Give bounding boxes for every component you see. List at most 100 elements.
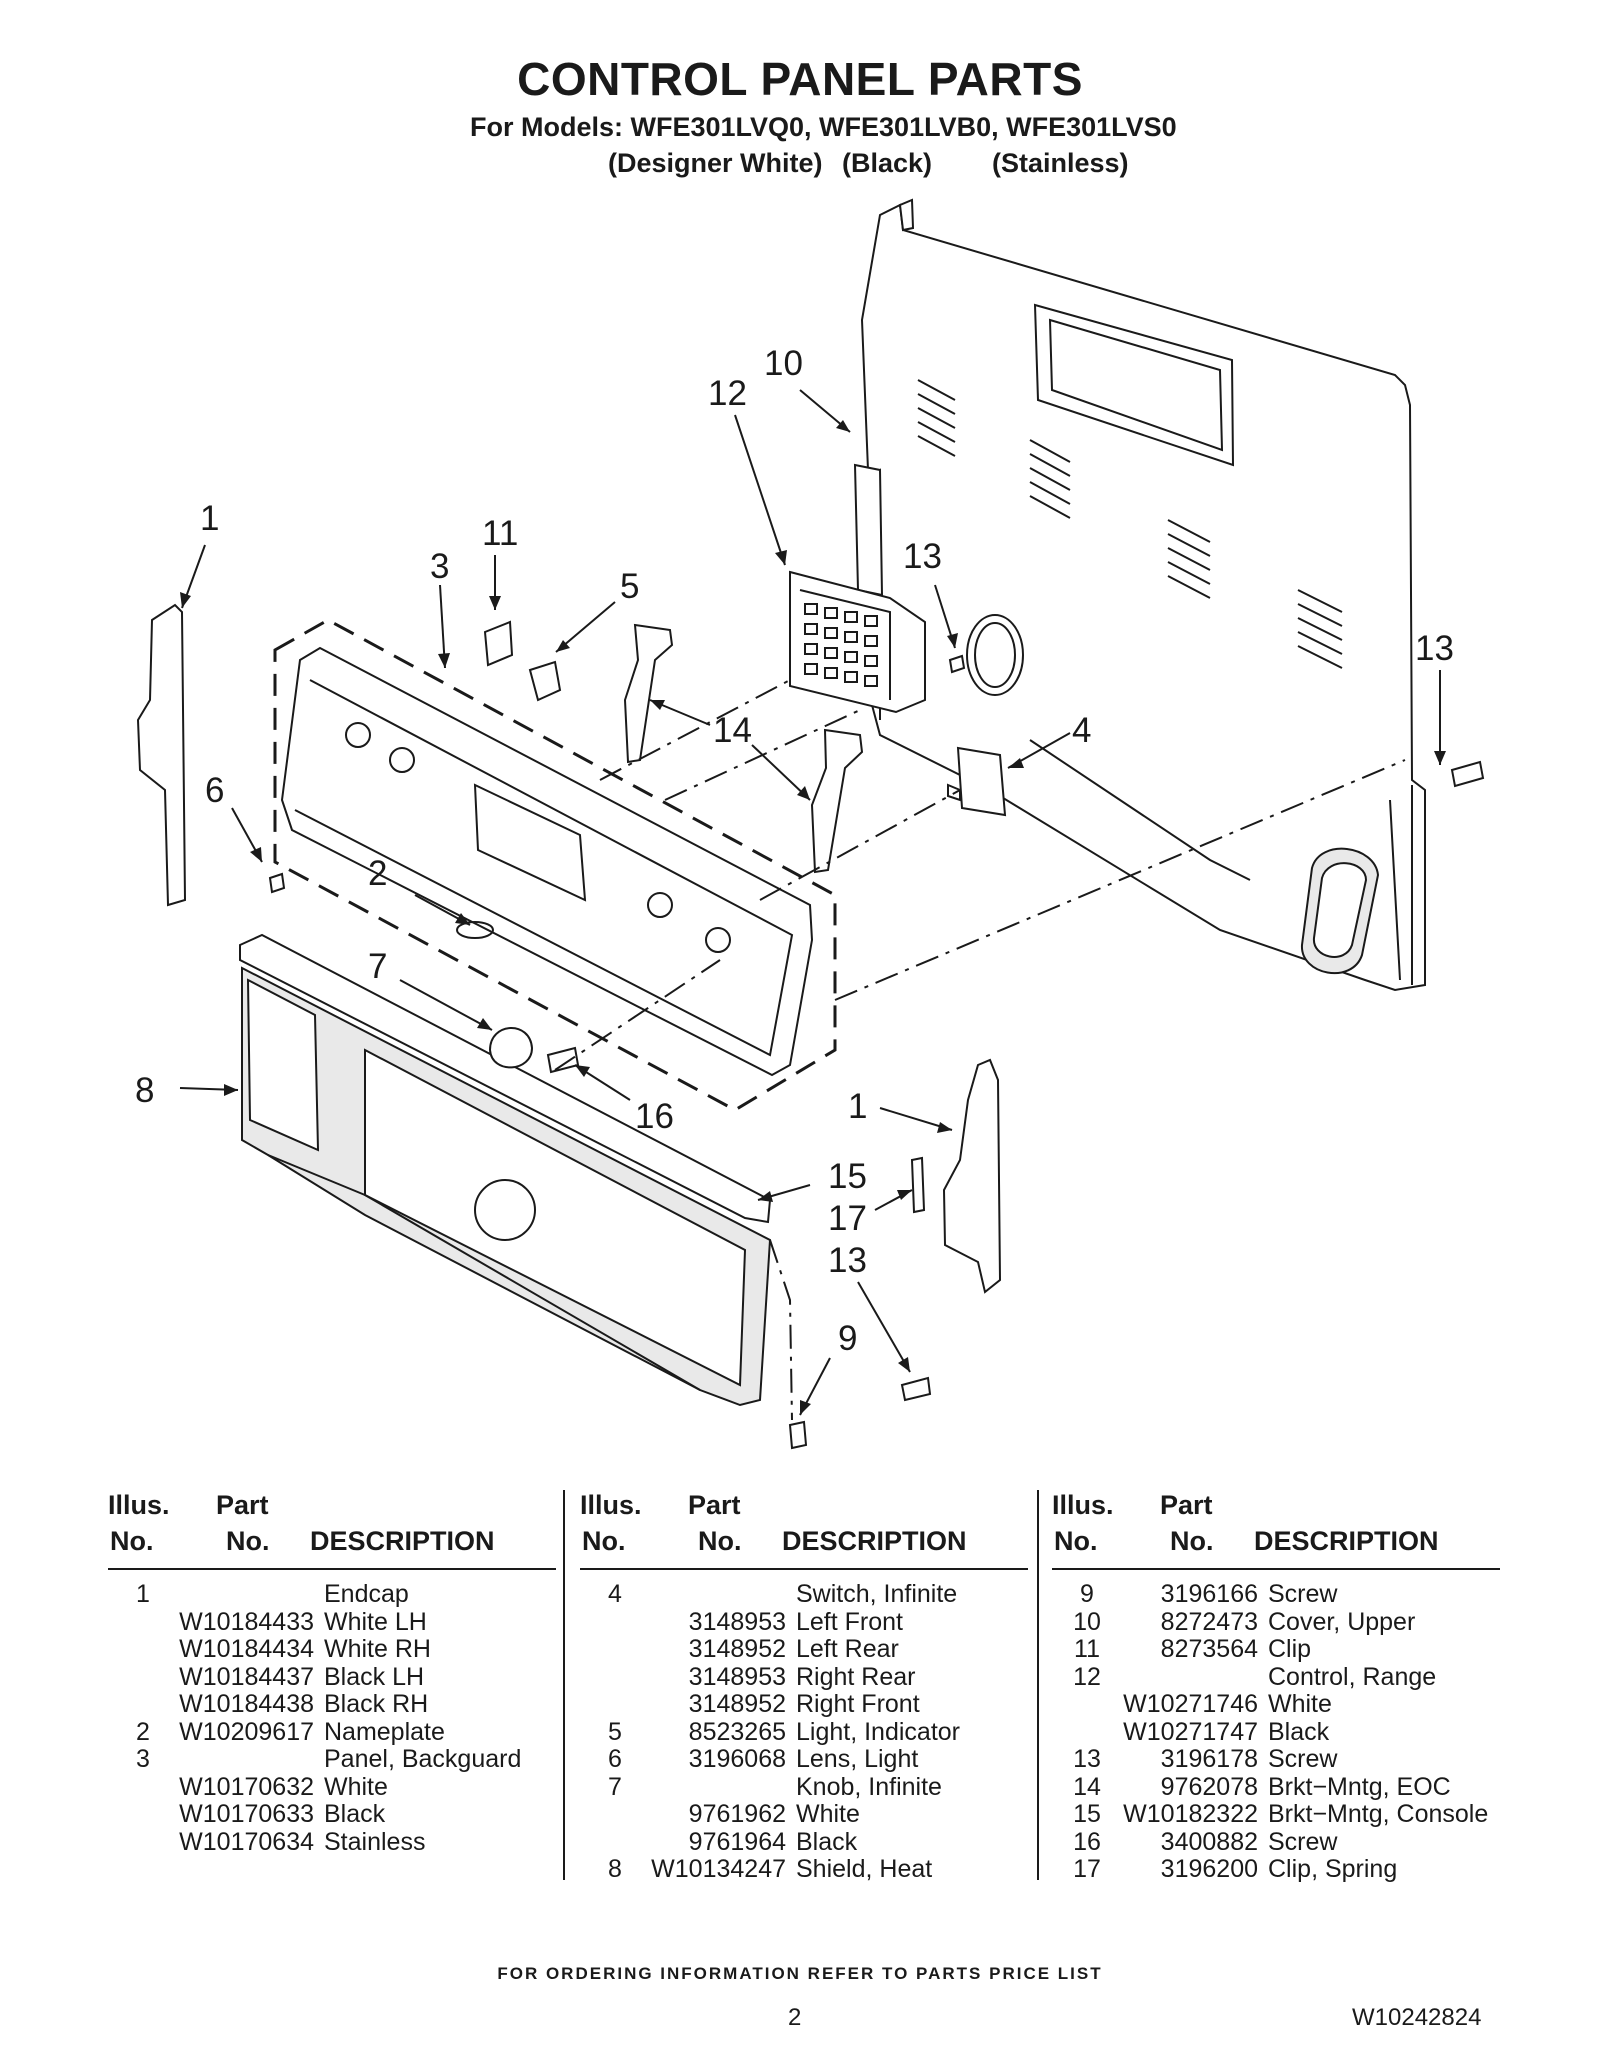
callout-1-left: 1 (200, 499, 219, 538)
header-description: DESCRIPTION (1254, 1526, 1439, 1556)
header-description: DESCRIPTION (782, 1526, 967, 1556)
part-number: W10184438 (179, 1690, 314, 1718)
endcap-right-part (942, 1058, 1002, 1294)
part-description: Light, Indicator (796, 1717, 960, 1746)
leader-arrowheads (180, 420, 1446, 1415)
variant-black: (Black) (842, 148, 933, 178)
illus-number: 8 (608, 1855, 622, 1883)
callout-3: 3 (430, 547, 449, 586)
part-number: 3196068 (688, 1745, 786, 1773)
ordering-footer: FOR ORDERING INFORMATION REFER TO PARTS … (497, 1964, 1103, 1983)
part-number: 8523265 (688, 1717, 786, 1746)
part-number: W10271746 (1123, 1690, 1258, 1718)
table-row: 1 Endcap (108, 1580, 556, 1608)
part-number: W10184434 (179, 1635, 314, 1663)
part-description: Black LH (324, 1662, 425, 1691)
header-part-no: No. (1170, 1526, 1214, 1556)
column-separator (1037, 1490, 1039, 1880)
callout-4: 4 (1072, 711, 1091, 750)
callout-9: 9 (838, 1319, 857, 1358)
part-description: Nameplate (324, 1717, 445, 1746)
header-description: DESCRIPTION (310, 1526, 495, 1556)
part-number: 9762078 (1160, 1772, 1258, 1801)
illus-number: 2 (136, 1717, 150, 1746)
part-description: Lens, Light (796, 1745, 919, 1773)
part-description: Control, Range (1268, 1662, 1437, 1691)
table-header: Illus. No. Part No. DESCRIPTION (580, 1488, 1028, 1566)
mounting-bracket-eoc-right (810, 728, 864, 874)
part-number: W10134247 (651, 1855, 786, 1883)
table-row: W10184433 White LH (108, 1608, 556, 1636)
variant-stainless: (Stainless) (992, 148, 1129, 178)
table-row: 2 W10209617 Nameplate (108, 1718, 556, 1746)
part-description: White LH (324, 1607, 427, 1636)
header-rule (1052, 1568, 1500, 1570)
table-row: W10184438 Black RH (108, 1690, 556, 1718)
part-description: Cover, Upper (1268, 1607, 1416, 1636)
part-number: W10184437 (179, 1662, 314, 1691)
part-description: Screw (1268, 1580, 1338, 1608)
illus-number: 1 (136, 1580, 150, 1608)
header-part: Part (1160, 1490, 1213, 1520)
part-description: Black (324, 1800, 386, 1828)
part-description: Switch, Infinite (796, 1580, 958, 1608)
part-description: Left Front (796, 1607, 903, 1636)
parts-column-2: Illus. No. Part No. DESCRIPTION 4 Switch,… (580, 1488, 1028, 1883)
header-illus: Illus. (1052, 1490, 1114, 1520)
console-bracket-part (239, 933, 772, 1224)
callout-1-right: 1 (848, 1087, 867, 1126)
part-description: White (1268, 1690, 1332, 1718)
header-illus: Illus. (108, 1490, 170, 1520)
header-rule (580, 1568, 1028, 1570)
illus-number: 17 (1073, 1855, 1101, 1883)
part-number: 3196166 (1160, 1580, 1258, 1608)
part-description: Endcap (324, 1580, 409, 1608)
part-number: W10271747 (1123, 1717, 1258, 1746)
illus-number: 9 (1080, 1580, 1094, 1608)
illus-number: 5 (608, 1717, 622, 1746)
illus-number: 7 (608, 1772, 622, 1801)
part-number: 9761962 (688, 1800, 786, 1828)
heat-shield-part (241, 966, 772, 1407)
part-description: Right Front (796, 1690, 920, 1718)
callout-13-upper: 13 (903, 537, 942, 576)
page-number: 2 (788, 2004, 802, 2031)
part-description: Clip (1268, 1635, 1312, 1663)
table-header: Illus. No. Part No. DESCRIPTION (108, 1488, 556, 1566)
callout-2: 2 (368, 854, 387, 893)
part-description: Panel, Backguard (324, 1745, 522, 1773)
part-number: W10209617 (179, 1717, 314, 1746)
callout-10: 10 (764, 344, 803, 383)
part-number: W10182322 (1123, 1800, 1258, 1828)
part-description: Black RH (324, 1690, 429, 1718)
part-number: 8272473 (1160, 1607, 1258, 1636)
illus-number: 4 (608, 1580, 622, 1608)
part-description: Brkt−Mntg, Console (1268, 1800, 1489, 1828)
header-illus-no: No. (110, 1526, 154, 1556)
column-separator (563, 1490, 565, 1880)
illus-number: 13 (1073, 1745, 1101, 1773)
document-number: W10242824 (1352, 2004, 1482, 2031)
mounting-bracket-eoc-left (623, 623, 674, 764)
part-number: W10184433 (179, 1607, 314, 1636)
header-part-no: No. (226, 1526, 270, 1556)
part-description: Screw (1268, 1827, 1338, 1856)
models-line: For Models: WFE301LVQ0, WFE301LVB0, WFE3… (470, 112, 1177, 142)
callout-15: 15 (828, 1157, 867, 1196)
callout-7: 7 (368, 947, 387, 986)
illus-number: 3 (136, 1745, 150, 1773)
callout-16: 16 (635, 1097, 674, 1136)
